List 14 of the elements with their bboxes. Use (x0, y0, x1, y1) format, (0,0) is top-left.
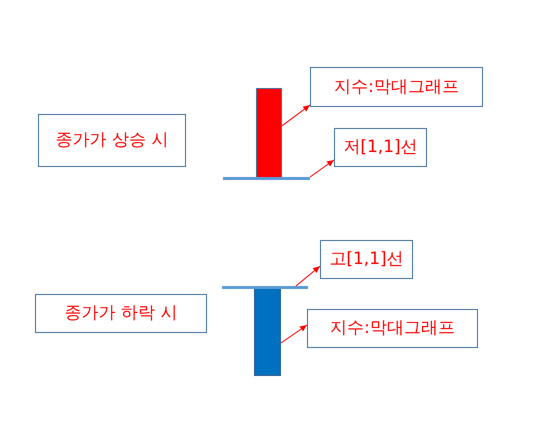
callout-label: 지수:막대그래프 (307, 309, 478, 348)
price-bar (256, 88, 282, 178)
arrow (280, 324, 308, 344)
callout-label: 고[1,1]선 (320, 240, 413, 279)
price-bar (254, 288, 281, 376)
arrow (282, 104, 310, 126)
arrow (295, 266, 320, 286)
condition-label: 종가가 상승 시 (38, 114, 186, 167)
condition-label: 종가가 하락 시 (35, 294, 207, 333)
price-line (222, 286, 308, 289)
price-line (223, 177, 310, 180)
callout-label: 지수:막대그래프 (310, 67, 483, 107)
arrow (310, 159, 334, 178)
callout-label: 저[1,1]선 (334, 128, 427, 167)
